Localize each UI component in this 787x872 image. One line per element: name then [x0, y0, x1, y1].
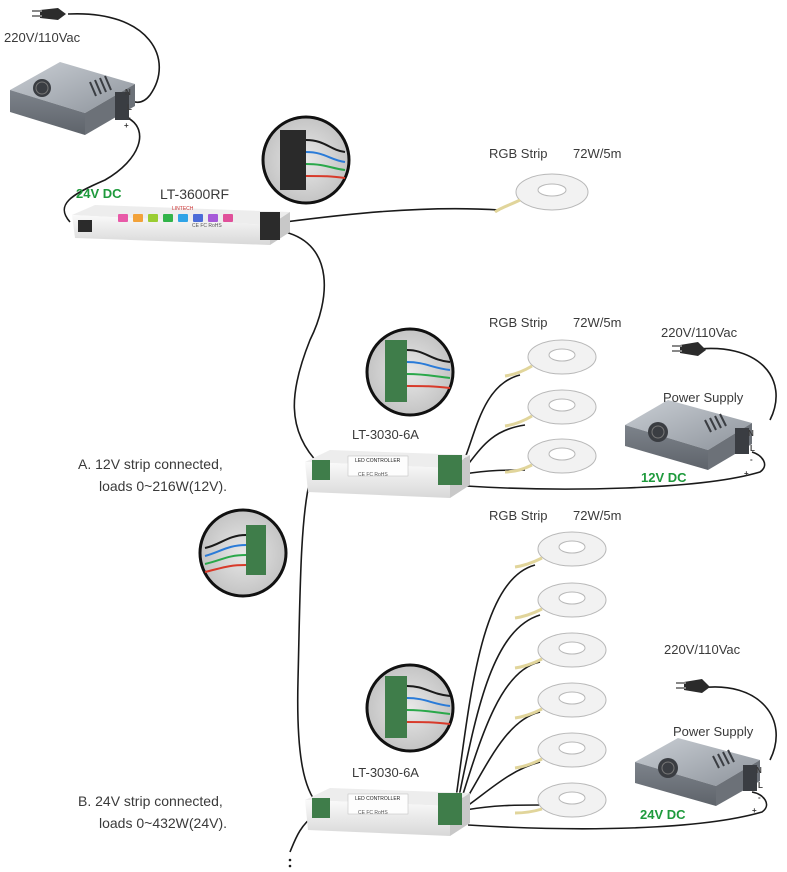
note-a-line2: loads 0~216W(12V). — [99, 478, 228, 494]
controller-label: LT-3600RF — [160, 186, 229, 202]
note-b-line2: loads 0~432W(24V). — [99, 815, 228, 831]
terminal-plus-b: + — [752, 806, 757, 815]
power-supply-b — [635, 738, 760, 806]
strip-label-b: RGB Strip — [489, 508, 548, 523]
strip-label-a: RGB Strip — [489, 315, 548, 330]
strip-label-top: RGB Strip — [489, 146, 548, 161]
strip-reel-b6 — [514, 782, 607, 818]
strip-reel-b2 — [514, 582, 607, 620]
mains-plug-a — [672, 342, 706, 356]
magnifier-amplifier-b-output — [365, 663, 455, 753]
dc-label-top: 24V DC — [76, 186, 122, 201]
magnifier-amplifier-a-input — [198, 508, 288, 598]
dc-label-b: 24V DC — [640, 807, 686, 822]
strip-reel-b5 — [514, 732, 607, 770]
mains-label-a: 220V/110Vac — [661, 325, 738, 340]
strip-power-b: 72W/5m — [573, 508, 622, 523]
terminal-l-b: L — [758, 781, 763, 790]
mains-label-top: 220V/110Vac — [4, 30, 81, 45]
mains-label-b: 220V/110Vac — [664, 642, 741, 657]
controller-lt-3600rf — [72, 205, 290, 245]
strip-reel-a2 — [504, 389, 597, 428]
led-strip-reels — [494, 173, 607, 818]
strip-reel-a3 — [504, 438, 597, 474]
terminal-l-a: L — [750, 444, 755, 453]
amplifier-a — [305, 450, 470, 498]
amplifier-b — [305, 788, 470, 836]
amplifier-b-panel-print: LED CONTROLLER — [355, 796, 401, 802]
power-supply-top — [10, 62, 135, 135]
magnifier-amplifier-a-output — [365, 327, 455, 417]
note-b-line1: B. 24V strip connected, — [78, 793, 223, 809]
strip-reel-b1 — [514, 531, 607, 569]
terminal-minus-top: - — [128, 113, 131, 122]
psu-label-a: Power Supply — [663, 390, 744, 405]
psu-label-b: Power Supply — [673, 724, 754, 739]
strip-power-a: 72W/5m — [573, 315, 622, 330]
dc-label-a: 12V DC — [641, 470, 687, 485]
terminal-minus-b: - — [758, 793, 761, 802]
terminal-n-top: N — [125, 88, 131, 97]
amplifier-a-panel-print: LED CONTROLLER — [355, 458, 401, 464]
controller-cert-print: CE FC RoHS — [192, 223, 222, 229]
strip-reel-b3 — [514, 632, 607, 670]
terminal-l-top: L — [127, 103, 132, 112]
amplifier-b-cert-print: CE FC RoHS — [358, 810, 388, 816]
amplifier-label-a: LT-3030-6A — [352, 427, 419, 442]
mains-plug-top — [32, 8, 66, 20]
terminal-plus-a: + — [744, 469, 749, 478]
strip-reel-b4 — [514, 682, 607, 720]
power-supply-a — [625, 400, 752, 470]
terminal-n-b: N — [756, 766, 762, 775]
terminal-plus-top: + — [124, 121, 129, 130]
terminal-n-a: N — [748, 429, 754, 438]
magnifier-controller-output — [261, 115, 351, 205]
terminal-minus-a: - — [750, 455, 753, 464]
mains-plug-b — [676, 679, 710, 693]
amplifier-a-cert-print: CE FC RoHS — [358, 472, 388, 478]
strip-reel-a1 — [504, 339, 597, 378]
note-a-line1: A. 12V strip connected, — [78, 456, 223, 472]
controller-brand-print: LINTECH — [172, 206, 194, 212]
strip-power-top: 72W/5m — [573, 146, 622, 161]
amplifier-label-b: LT-3030-6A — [352, 765, 419, 780]
strip-reel-top — [494, 173, 589, 214]
